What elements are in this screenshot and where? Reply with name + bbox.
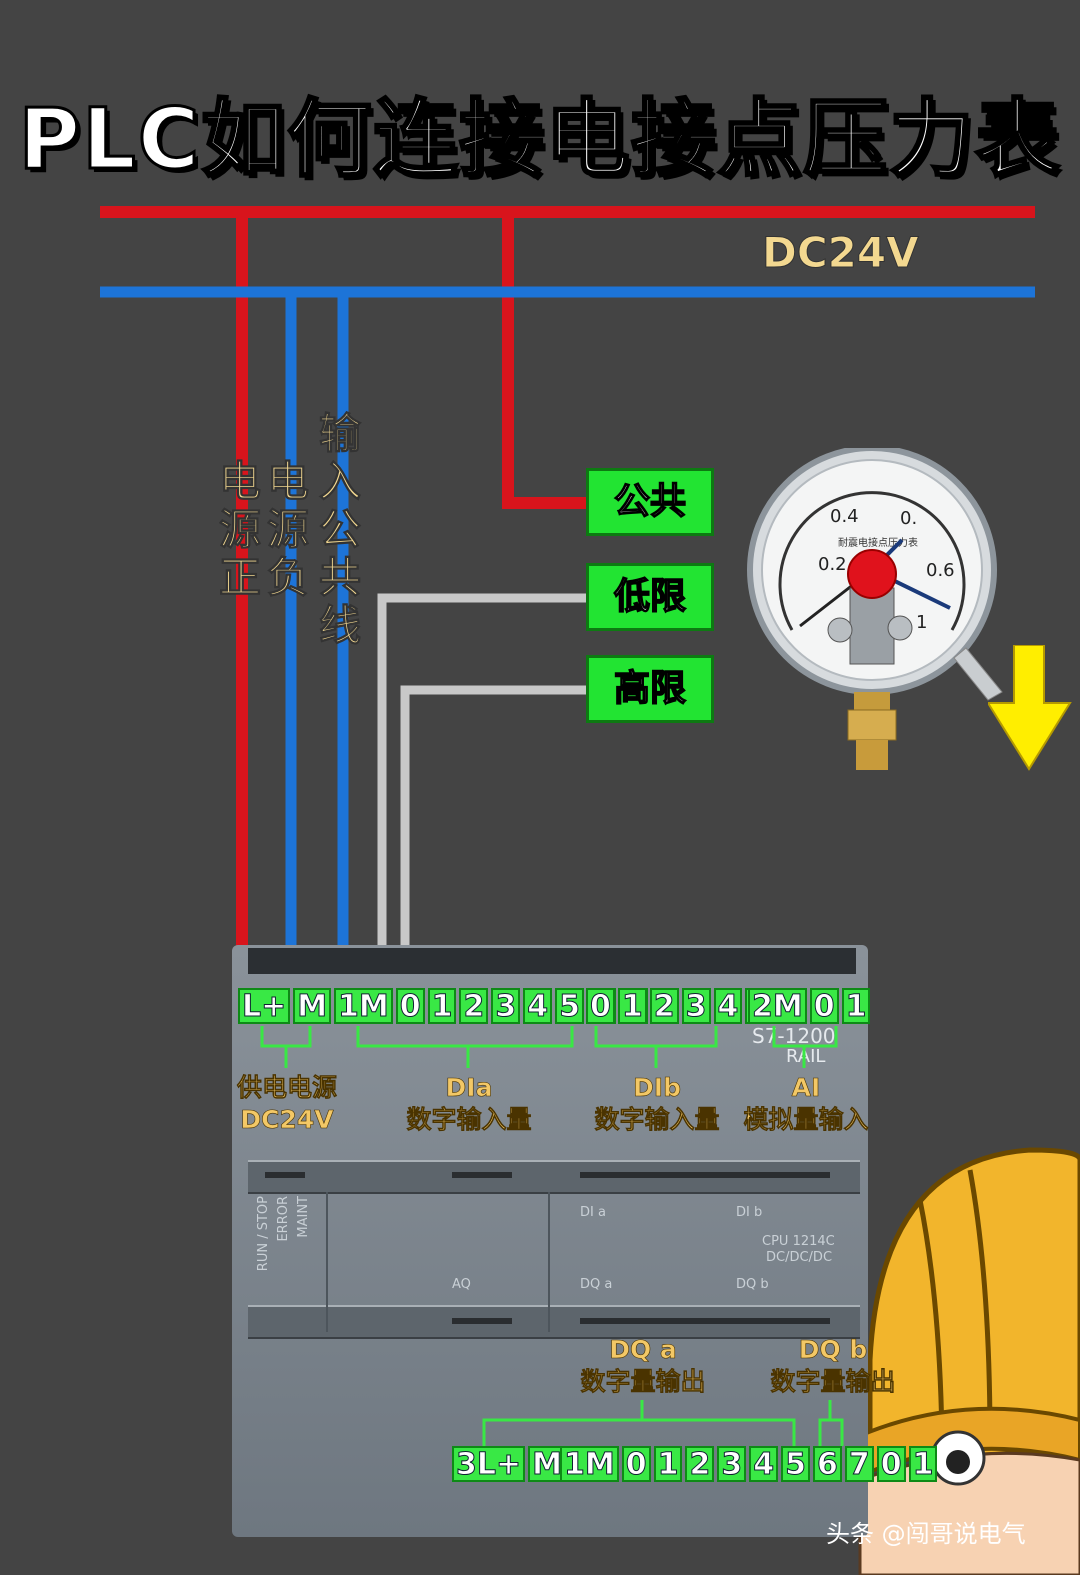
panel-dib-label: DI b — [736, 1205, 763, 1220]
group-dqa-name: DQ a — [609, 1335, 677, 1365]
led-strip — [580, 1318, 830, 1324]
led-strip — [452, 1318, 512, 1324]
group-dqa-desc: 数字量输出 — [580, 1367, 706, 1397]
group-dib-desc: 数字输入量 — [594, 1105, 720, 1135]
supply-voltage-label: DC24V — [762, 228, 920, 278]
group-dqb-name: DQ b — [798, 1335, 868, 1365]
terminal-dqa: 0 — [621, 1446, 651, 1482]
terminal-dqa: 4 — [749, 1446, 779, 1482]
gauge-tick: 0.4 — [830, 506, 859, 527]
terminal-m: M — [293, 988, 332, 1024]
top-terminals-ai: 2M 0 1 — [748, 988, 871, 1024]
gauge-tick: 0.2 — [818, 554, 847, 575]
gauge-tick: 0.6 — [926, 560, 955, 581]
page-title: PLC如何连接电接点压力表 — [17, 89, 1062, 190]
power-negative-label: 电源负 — [266, 457, 309, 602]
group-supply-name: 供电电源 — [236, 1073, 338, 1103]
group-dib-label: DIb 数字输入量 — [586, 1072, 728, 1136]
low-limit-terminal: 低限 — [586, 563, 714, 631]
terminal-ai: 0 — [809, 988, 839, 1024]
cpu-model: CPU 1214C — [762, 1234, 835, 1249]
high-limit-terminal: 高限 — [586, 655, 714, 723]
low-limit-wire — [377, 593, 588, 985]
group-dia-name: DIa — [445, 1073, 493, 1103]
high-limit-wire — [400, 685, 588, 985]
group-dia-label: DIa 数字输入量 — [396, 1072, 542, 1136]
group-dqb-label: DQ b 数字量输出 — [762, 1334, 904, 1398]
terminal-l-plus: L+ — [238, 988, 291, 1024]
group-ai-name: AI — [791, 1073, 821, 1103]
terminal-m: M — [528, 1446, 566, 1482]
plc-body — [232, 945, 868, 1537]
terminal-1m: 1M — [560, 1446, 619, 1482]
gauge-tick: 1 — [916, 612, 927, 633]
terminal-dib: 2 — [649, 988, 679, 1024]
watermark: 头条 @闯哥说电气 — [826, 1520, 1026, 1548]
terminal-dqa: 5 — [781, 1446, 810, 1482]
cpu-type: DC/DC/DC — [766, 1250, 833, 1265]
terminal-dqa: 3 — [717, 1446, 747, 1482]
terminal-dia: 0 — [395, 988, 425, 1024]
plc-top-cover — [248, 948, 856, 974]
terminal-dib: 0 — [586, 988, 615, 1024]
terminal-dqb: 0 — [876, 1446, 906, 1482]
terminal-dqa: 7 — [844, 1446, 874, 1482]
pressure-gauge-icon: 0.2 0.4 0. 0.6 1 耐震电接点压力表 — [747, 448, 1003, 770]
bottom-terminals-power: 3L+ M — [452, 1446, 566, 1482]
top-terminals-power: L+ M — [238, 988, 332, 1024]
panel-aq-label: AQ — [452, 1277, 471, 1292]
terminal-3l-plus: 3L+ — [452, 1446, 526, 1482]
group-supply-label: 供电电源 DC24V — [226, 1072, 348, 1136]
terminal-dib: 1 — [617, 988, 647, 1024]
group-supply-voltage: DC24V — [240, 1105, 334, 1135]
terminal-2m: 2M — [748, 988, 807, 1024]
panel-dqb-label: DQ b — [736, 1277, 769, 1292]
panel-dqa-label: DQ a — [580, 1277, 613, 1292]
down-arrow-icon — [988, 645, 1072, 771]
terminal-dia: 2 — [459, 988, 489, 1024]
terminal-dib: 4 — [713, 988, 743, 1024]
group-dib-name: DIb — [633, 1073, 682, 1103]
group-dia-desc: 数字输入量 — [406, 1105, 532, 1135]
plc-rail-label: RAIL — [786, 1046, 826, 1067]
terminal-dia: 5 — [555, 988, 584, 1024]
panel-divider — [326, 1192, 328, 1332]
gauge-tick: 0. — [900, 508, 917, 529]
terminal-1m: 1M — [334, 988, 393, 1024]
common-terminal: 公共 — [586, 468, 714, 536]
panel-dia-label: DI a — [580, 1205, 606, 1220]
group-ai-label: AI 模拟量输入 — [736, 1072, 876, 1136]
plc-model: S7-1200 — [752, 1024, 836, 1048]
panel-divider — [548, 1192, 550, 1332]
led-strip — [265, 1172, 305, 1178]
input-common-label: 输入公共线 — [318, 409, 361, 650]
terminal-dia: 3 — [491, 988, 521, 1024]
common-wire — [502, 212, 588, 509]
plc-upper-rail — [248, 1160, 860, 1194]
group-dqa-label: DQ a 数字量输出 — [572, 1334, 714, 1398]
terminal-dqa: 1 — [653, 1446, 683, 1482]
bottom-terminals-dq: 1M 0 1 2 3 4 5 6 7 0 1 — [560, 1446, 938, 1482]
led-strip — [580, 1172, 830, 1178]
terminal-dqb: 1 — [908, 1446, 938, 1482]
terminal-dia: 1 — [427, 988, 457, 1024]
group-dqb-desc: 数字量输出 — [770, 1367, 896, 1397]
terminal-ai: 1 — [841, 988, 871, 1024]
power-positive-label: 电源正 — [218, 457, 261, 602]
terminal-dib: 3 — [681, 988, 711, 1024]
terminal-dqa: 6 — [812, 1446, 842, 1482]
led-strip — [452, 1172, 512, 1178]
terminal-dia: 4 — [523, 988, 553, 1024]
group-ai-desc: 模拟量输入 — [743, 1105, 869, 1135]
terminal-dqa: 2 — [685, 1446, 715, 1482]
